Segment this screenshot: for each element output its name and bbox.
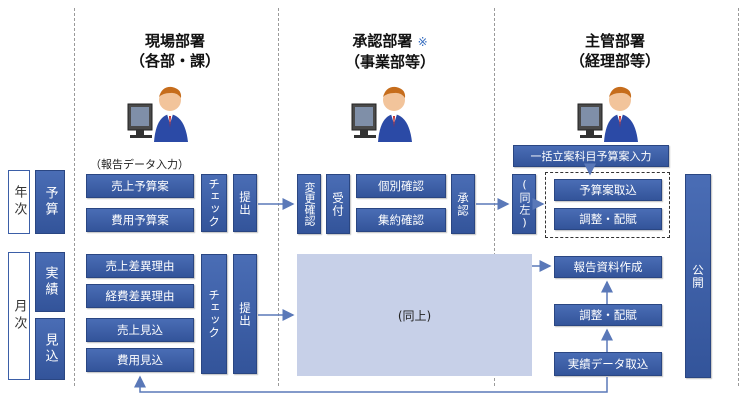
check-box-annual: チェック [201, 174, 227, 232]
receive-box: 受付 [326, 174, 350, 234]
report-input-caption: （報告データ入力） [90, 158, 189, 171]
aggregate-confirm-box: 集約確認 [356, 208, 446, 232]
cost-forecast-box: 費用見込 [86, 348, 194, 372]
arrow-feedback-loop [134, 375, 608, 393]
cost-variance-box: 経費差異理由 [86, 284, 194, 308]
column-divider [74, 8, 75, 386]
publish-box: 公開 [685, 174, 711, 378]
budget-process-frame [545, 172, 670, 238]
budget-retrieve-box: 予算案取込 [554, 179, 662, 201]
approve-box: 承認 [451, 174, 475, 234]
actual-retrieve-box: 実績データ取込 [554, 352, 662, 376]
sales-variance-box: 売上差異理由 [86, 254, 194, 278]
approval-dept-title: 承認部署 ※ （事業部等） [344, 32, 435, 71]
individual-confirm-box: 個別確認 [356, 174, 446, 198]
row-sublabel-forecast: 見込 [35, 318, 65, 380]
cost-budget-box: 費用予算案 [86, 208, 194, 232]
person-at-computer-icon [351, 86, 412, 142]
column-divider [494, 8, 495, 386]
field-dept-title: 現場部署 （各部・課） [129, 32, 220, 70]
change-confirm-box: 変更確認 [297, 174, 321, 234]
submit-box-annual: 提出 [233, 174, 257, 232]
same-as-left-box: (同左) [512, 174, 536, 234]
row-label-monthly: 月次 [8, 252, 30, 380]
column-divider [738, 8, 739, 386]
adjust-allocate-box-monthly: 調整・配賦 [554, 304, 662, 326]
note-mark: ※ [417, 35, 428, 49]
submit-box-monthly: 提出 [233, 254, 257, 374]
column-divider [278, 8, 279, 386]
person-at-computer-icon [577, 86, 638, 142]
bulk-budget-input-box: 一括立案科目予算案入力 [513, 145, 669, 167]
row-label-annual: 年次 [8, 170, 30, 234]
same-as-above-area: (同上) [297, 254, 532, 376]
adjust-allocate-box-annual: 調整・配賦 [554, 208, 662, 230]
sales-forecast-box: 売上見込 [86, 318, 194, 342]
sales-budget-box: 売上予算案 [86, 174, 194, 198]
row-sublabel-actual: 実績 [35, 252, 65, 312]
report-create-box: 報告資料作成 [554, 256, 662, 278]
person-at-computer-icon [127, 86, 188, 142]
main-dept-title: 主管部署 （経理部等） [569, 32, 660, 70]
check-box-monthly: チェック [201, 254, 227, 374]
row-sublabel-budget: 予算 [35, 170, 65, 234]
